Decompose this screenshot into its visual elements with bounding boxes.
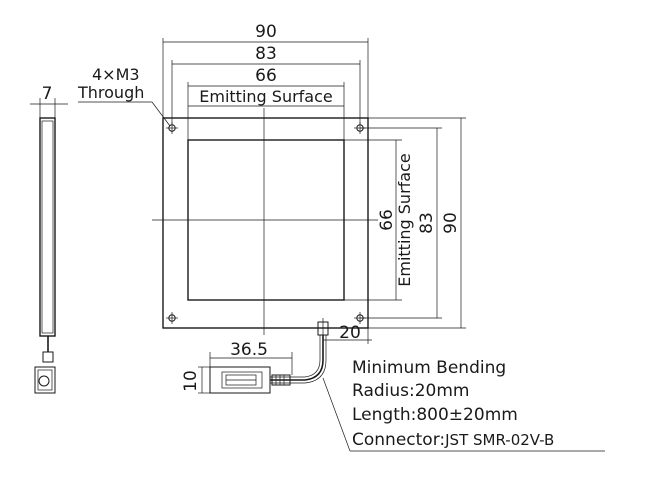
- side-view-connector-inner: [37, 369, 53, 391]
- side-view-connector-pin: [38, 375, 50, 387]
- connector-housing: [221, 371, 263, 389]
- cable-sleeve: [271, 374, 291, 386]
- mount-pitch-dim: 83: [255, 44, 277, 64]
- front-view: [152, 108, 378, 335]
- outer-height-dim: 90: [441, 212, 461, 234]
- side-view-connector: [34, 366, 56, 394]
- side-view: 7: [30, 84, 68, 394]
- cable-offset-dim: 20: [339, 323, 361, 343]
- emit-height-dim: 66: [377, 209, 397, 231]
- emit-width-label: Emitting Surface: [199, 87, 332, 106]
- outer-width-dim: 90: [255, 22, 277, 42]
- top-dimensions: 90 83 66 Emitting Surface: [162, 22, 369, 140]
- hole-type-label: Through: [77, 83, 144, 102]
- connector-length-dim: 36.5: [230, 340, 268, 360]
- note-leader-line: [322, 377, 351, 452]
- bending-note-line1: Minimum Bending: [352, 358, 506, 378]
- cable-exit: 20: [317, 318, 372, 360]
- cable-length-note: Length:800±20mm: [352, 405, 518, 425]
- right-dimensions: 66 Emitting Surface 83 90: [344, 117, 466, 329]
- cable-notes: Minimum Bending Radius:20mm Length:800±2…: [322, 358, 605, 452]
- connector-height-dim: 10: [181, 370, 201, 392]
- hole-leader-line: [151, 101, 171, 127]
- connector-model: JST SMR-02V-B: [444, 431, 554, 449]
- connector-prefix: Connector:: [352, 430, 445, 450]
- side-view-cable-collar: [42, 351, 54, 363]
- connector-body: [209, 366, 271, 394]
- hole-callout: 4×M3 Through: [77, 65, 171, 127]
- cable-and-connector: 36.5 10: [181, 340, 327, 394]
- side-view-inner: [41, 120, 54, 334]
- mounting-hole: [166, 312, 178, 324]
- emit-height-label: Emitting Surface: [395, 153, 414, 286]
- cable-bend: [270, 359, 324, 381]
- thickness-dim: 7: [42, 84, 53, 104]
- hole-count-label: 4×M3: [92, 65, 140, 84]
- mount-pitch-v-dim: 83: [417, 212, 437, 234]
- bending-note-line2: Radius:20mm: [352, 381, 469, 401]
- emit-width-dim: 66: [255, 66, 277, 86]
- connector-note: Connector:JST SMR-02V-B: [352, 430, 554, 450]
